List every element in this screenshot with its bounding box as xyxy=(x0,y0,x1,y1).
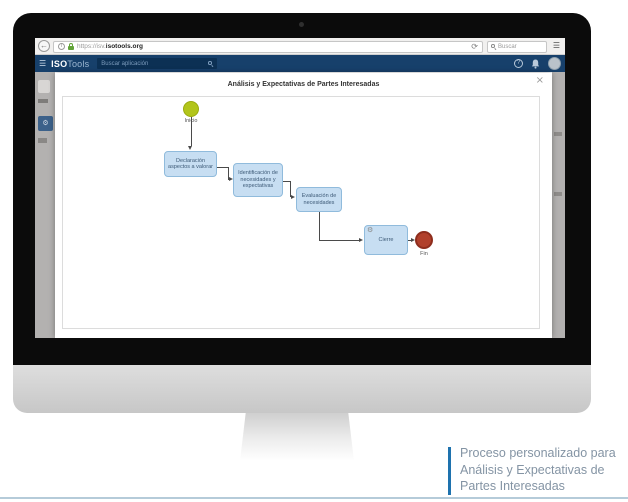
sidebar-logo xyxy=(38,80,50,93)
browser-back-button[interactable]: ← xyxy=(38,40,50,52)
connector xyxy=(190,117,192,146)
app-content-dimmed xyxy=(552,72,565,338)
connector xyxy=(319,212,320,240)
search-icon xyxy=(491,44,497,50)
app-header: ☰ ISOTools Buscar aplicación ? xyxy=(35,55,565,72)
notifications-bell-icon[interactable] xyxy=(531,59,540,69)
connector xyxy=(408,239,412,241)
sidebar-settings-button: ⚙ xyxy=(38,116,53,131)
task-node-label: Cierre xyxy=(378,236,394,243)
sidebar-label xyxy=(38,99,48,103)
browser-menu-button[interactable]: ☰ xyxy=(552,41,561,50)
ssl-lock-icon xyxy=(68,43,74,50)
app-menu-icon[interactable]: ☰ xyxy=(39,59,47,68)
close-icon[interactable]: × xyxy=(535,75,544,86)
gear-icon: ⚙ xyxy=(367,226,374,234)
arrowhead xyxy=(411,237,415,242)
task-node-identificacion[interactable]: Identificación de necesidades y expectat… xyxy=(233,163,283,197)
caption-block: Proceso personalizado para Análisis y Ex… xyxy=(448,445,616,495)
dimmed-mark xyxy=(554,192,562,196)
app-search-input[interactable]: Buscar aplicación xyxy=(97,58,218,69)
connector xyxy=(290,181,291,197)
connector xyxy=(319,239,360,241)
task-node-cierre[interactable]: ⚙ Cierre xyxy=(364,225,408,255)
start-event-circle[interactable] xyxy=(183,101,199,117)
arrowhead xyxy=(229,177,233,181)
arrowhead xyxy=(291,194,295,199)
end-event-label: Fin xyxy=(420,251,428,257)
caption-text: Proceso personalizado para Análisis y Ex… xyxy=(460,446,616,493)
monitor-chin xyxy=(13,365,591,413)
reload-icon[interactable]: ⟳ xyxy=(471,41,478,51)
app-sidebar-dimmed: ⚙ xyxy=(35,72,55,338)
user-avatar[interactable] xyxy=(548,57,561,70)
task-node-evaluacion[interactable]: Evaluación de necesidades xyxy=(296,187,342,212)
help-icon[interactable]: ? xyxy=(514,59,523,68)
connector xyxy=(228,167,229,180)
search-icon xyxy=(208,61,214,67)
webcam-dot xyxy=(299,22,304,27)
screen: ← i https://isv.isotools.org ⟳ Buscar ☰ … xyxy=(35,38,565,338)
arrowhead xyxy=(188,146,192,150)
arrowhead xyxy=(359,237,363,242)
app-search-placeholder: Buscar aplicación xyxy=(101,60,149,67)
browser-search-input[interactable]: Buscar xyxy=(487,40,547,53)
url-text: https://isv.isotools.org xyxy=(77,43,143,50)
end-event-circle[interactable] xyxy=(415,231,433,249)
diagram-canvas[interactable]: Inicio Declaración aspectos a valorar Id… xyxy=(62,96,540,329)
page-info-icon[interactable]: i xyxy=(58,43,65,50)
monitor-stand xyxy=(240,413,354,461)
task-node-declaracion[interactable]: Declaración aspectos a valorar xyxy=(164,151,217,177)
connector xyxy=(283,181,291,182)
browser-search-placeholder: Buscar xyxy=(498,43,517,50)
app-logo[interactable]: ISOTools xyxy=(51,58,90,69)
process-modal: Análisis y Expectativas de Partes Intere… xyxy=(55,73,552,338)
dimmed-mark xyxy=(554,132,562,136)
url-bar[interactable]: i https://isv.isotools.org ⟳ xyxy=(53,40,483,53)
connector xyxy=(217,167,229,168)
bottom-divider xyxy=(0,497,628,499)
caption-accent-bar xyxy=(448,447,451,495)
modal-title: Análisis y Expectativas de Partes Intere… xyxy=(227,81,380,88)
sidebar-item xyxy=(38,138,47,143)
